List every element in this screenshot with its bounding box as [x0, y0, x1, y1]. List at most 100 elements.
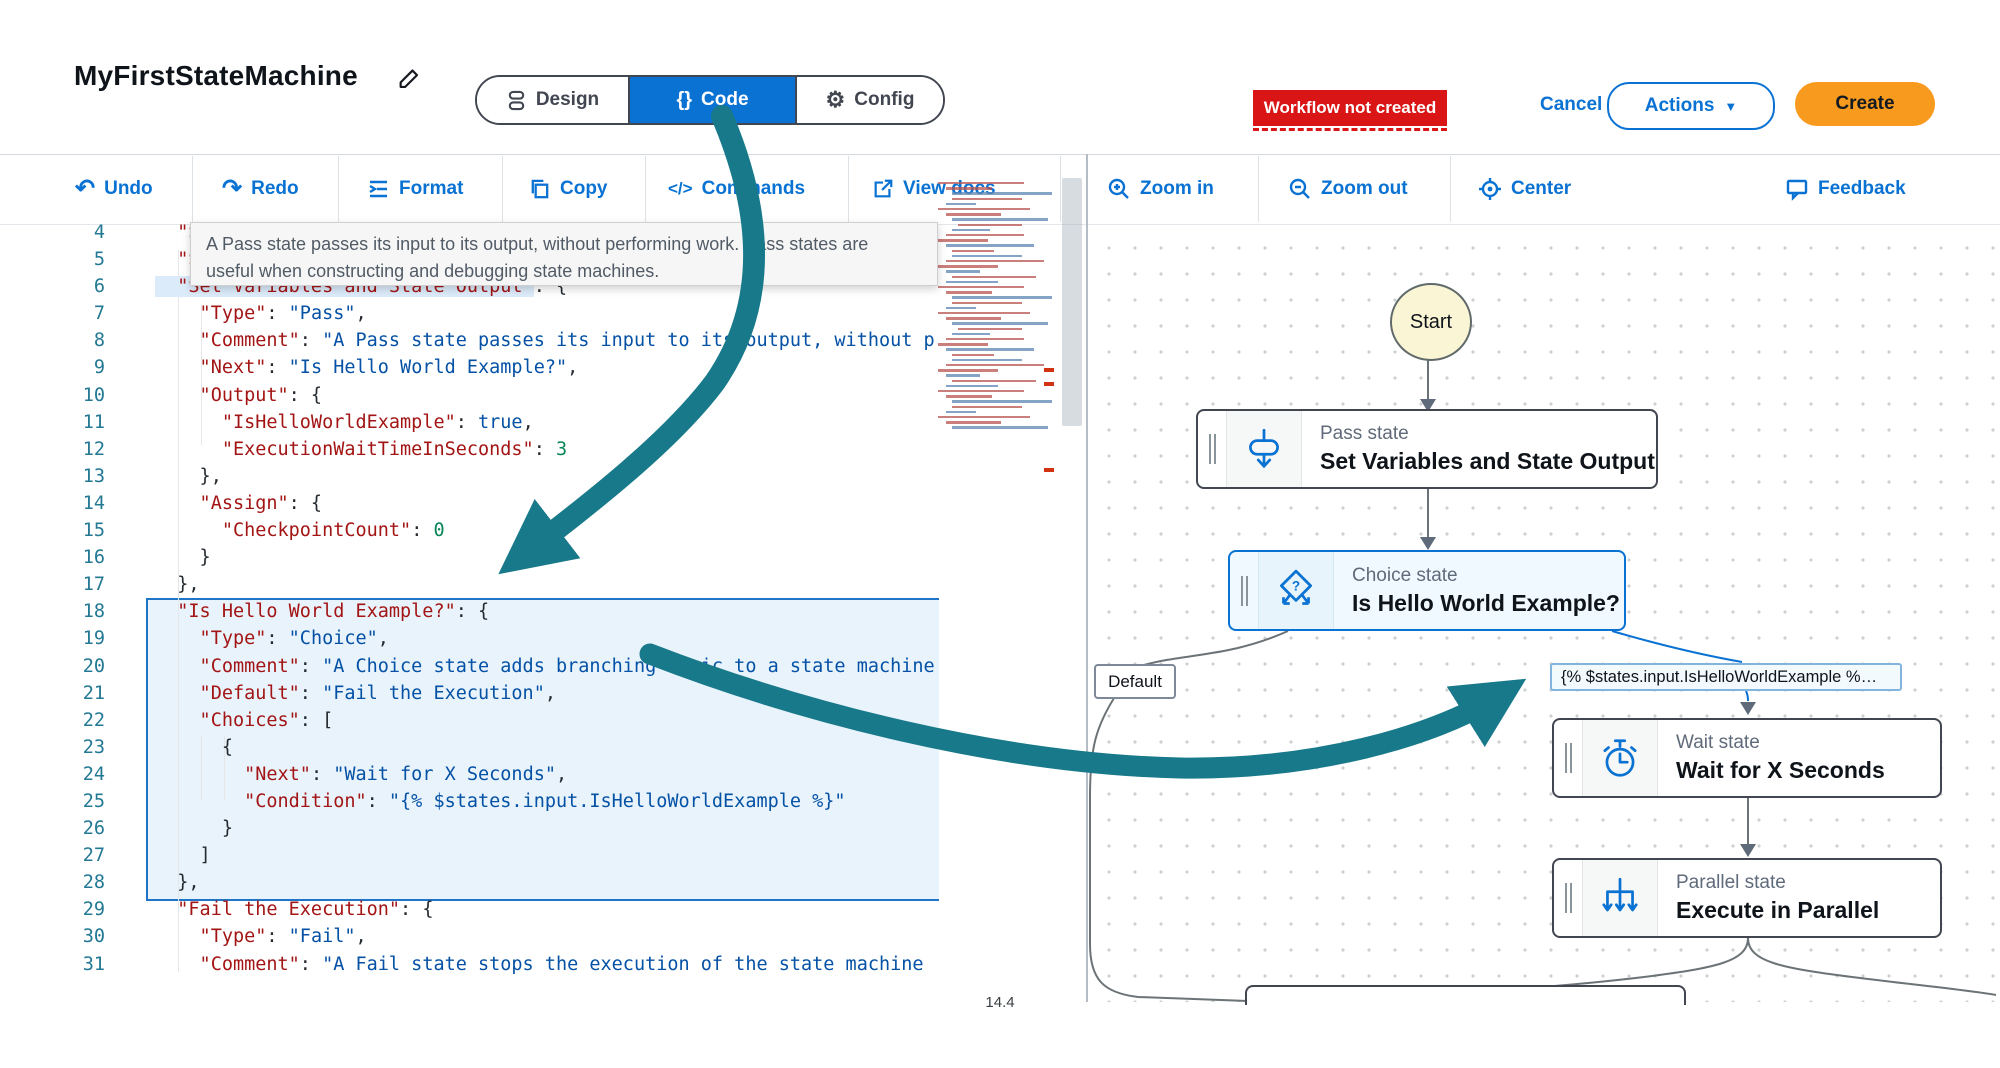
gear-icon: ⚙	[825, 87, 846, 112]
code-line[interactable]: 9 "Next": "Is Hello World Example?",	[0, 354, 936, 381]
drag-grip[interactable]	[1554, 720, 1582, 796]
line-number: 27	[82, 845, 105, 867]
toolbar-divider	[848, 156, 849, 222]
drag-grip[interactable]	[1198, 411, 1226, 487]
code-line[interactable]: 15 "CheckpointCount": 0	[0, 517, 936, 544]
center-label: Center	[1511, 178, 1572, 199]
tooltip-line-1: A Pass state passes its input to its out…	[206, 234, 869, 254]
commands-icon: </>	[668, 179, 693, 198]
page-title: MyFirstStateMachine	[74, 60, 358, 91]
start-node[interactable]: Start	[1390, 283, 1472, 361]
node-name-label: Execute in Parallel	[1676, 897, 1880, 923]
undo-label: Undo	[104, 178, 153, 199]
minimap[interactable]	[938, 182, 1056, 472]
edit-title-pencil-icon[interactable]	[396, 66, 422, 92]
condition-branch-label[interactable]: {% $states.input.IsHelloWorldExample %…	[1550, 663, 1902, 691]
indent-guide	[224, 736, 225, 800]
node-pass-state[interactable]: Pass state Set Variables and State Outpu…	[1196, 409, 1658, 489]
code-line[interactable]: 19 "Type": "Choice",	[0, 625, 936, 652]
code-line[interactable]: 16 }	[0, 544, 936, 571]
drag-grip[interactable]	[1230, 552, 1258, 629]
line-number: 30	[82, 926, 105, 948]
line-number: 10	[82, 384, 105, 406]
code-line[interactable]: 7 "Type": "Pass",	[0, 300, 936, 327]
design-icon	[508, 90, 525, 110]
tab-config[interactable]: ⚙ Config	[795, 77, 943, 123]
code-line[interactable]: 17 },	[0, 571, 936, 598]
tooltip-line-2: useful when constructing and debugging s…	[206, 261, 660, 281]
line-number: 7	[93, 303, 105, 325]
tab-design-label: Design	[535, 89, 600, 110]
node-type-label: Wait state	[1676, 732, 1760, 753]
tab-code[interactable]: {} Code	[628, 77, 795, 123]
code-line[interactable]: 11 "IsHelloWorldExample": true,	[0, 409, 936, 436]
code-line[interactable]: 14 "Assign": {	[0, 490, 936, 517]
code-line[interactable]: 27 ]	[0, 842, 936, 869]
tab-design[interactable]: Design	[477, 77, 628, 123]
code-line[interactable]: 21 "Default": "Fail the Execution",	[0, 680, 936, 707]
code-line[interactable]: 31 "Comment": "A Fail state stops the ex…	[0, 951, 936, 978]
undo-button[interactable]: ↶ Undo	[75, 174, 153, 204]
code-line[interactable]: 24 "Next": "Wait for X Seconds",	[0, 761, 936, 788]
line-number: 13	[82, 465, 105, 487]
drag-grip[interactable]	[1554, 860, 1582, 936]
line-number: 17	[82, 574, 105, 596]
redo-button[interactable]: ↷ Redo	[222, 174, 299, 204]
node-partial-bottom[interactable]	[1245, 985, 1686, 1005]
code-line[interactable]: 12 "ExecutionWaitTimeInSeconds": 3	[0, 436, 936, 463]
code-line[interactable]: 20 "Comment": "A Choice state adds branc…	[0, 653, 936, 680]
commands-label: Commands	[701, 178, 806, 199]
node-parallel-state[interactable]: Parallel state Execute in Parallel	[1552, 858, 1942, 938]
feedback-button[interactable]: Feedback	[1785, 174, 1906, 204]
node-choice-state[interactable]: ? Choice state Is Hello World Example?	[1228, 550, 1626, 631]
code-line[interactable]: 26 }	[0, 815, 936, 842]
node-wait-state[interactable]: Wait state Wait for X Seconds	[1552, 718, 1942, 798]
line-number: 5	[93, 249, 105, 271]
node-name-label: Set Variables and State Output	[1320, 448, 1655, 474]
format-button[interactable]: Format	[366, 174, 463, 204]
line-number: 26	[82, 818, 105, 840]
panel-divider[interactable]	[1086, 154, 1088, 1002]
toolbar-divider	[502, 156, 503, 222]
zoom-in-button[interactable]: Zoom in	[1107, 174, 1214, 204]
zoom-out-label: Zoom out	[1321, 178, 1408, 199]
default-branch-label[interactable]: Default	[1094, 664, 1176, 699]
tab-config-label: Config	[854, 89, 915, 110]
copy-button[interactable]: Copy	[528, 174, 608, 204]
code-line[interactable]: 25 "Condition": "{% $states.input.IsHell…	[0, 788, 936, 815]
line-number: 31	[82, 953, 105, 975]
code-line[interactable]: 8 "Comment": "A Pass state passes its in…	[0, 327, 936, 354]
toolbar-divider	[192, 156, 193, 222]
line-number: 18	[82, 601, 105, 623]
code-line[interactable]: 13 },	[0, 463, 936, 490]
code-line[interactable]: 18 "Is Hello World Example?": {	[0, 598, 936, 625]
status-badge-underline	[1253, 128, 1447, 131]
zoom-out-button[interactable]: Zoom out	[1288, 174, 1408, 204]
line-number: 19	[82, 628, 105, 650]
code-line[interactable]: 10 "Output": {	[0, 382, 936, 409]
line-number: 22	[82, 709, 105, 731]
line-number: 23	[82, 736, 105, 758]
code-braces-icon: {}	[676, 88, 693, 111]
commands-button[interactable]: </> Commands	[668, 174, 805, 204]
actions-button[interactable]: Actions ▼	[1607, 82, 1775, 130]
create-button[interactable]: Create	[1795, 82, 1935, 126]
line-number: 15	[82, 520, 105, 542]
code-line[interactable]: 23 {	[0, 734, 936, 761]
feedback-label: Feedback	[1818, 178, 1906, 199]
pass-state-icon	[1249, 428, 1279, 469]
center-button[interactable]: Center	[1478, 174, 1571, 204]
editor-scrollbar[interactable]	[1062, 178, 1082, 426]
zoom-in-icon	[1108, 178, 1129, 199]
line-number: 24	[82, 763, 105, 785]
line-number: 6	[93, 276, 105, 298]
toolbar-divider	[338, 156, 339, 222]
code-line[interactable]: 29 "Fail the Execution": {	[0, 896, 936, 923]
code-line[interactable]: 22 "Choices": [	[0, 707, 936, 734]
status-badge: Workflow not created	[1253, 90, 1447, 126]
code-line[interactable]: 28 },	[0, 869, 936, 896]
redo-icon: ↷	[222, 175, 243, 202]
code-line[interactable]: 30 "Type": "Fail",	[0, 923, 936, 950]
cancel-button[interactable]: Cancel	[1540, 94, 1603, 115]
